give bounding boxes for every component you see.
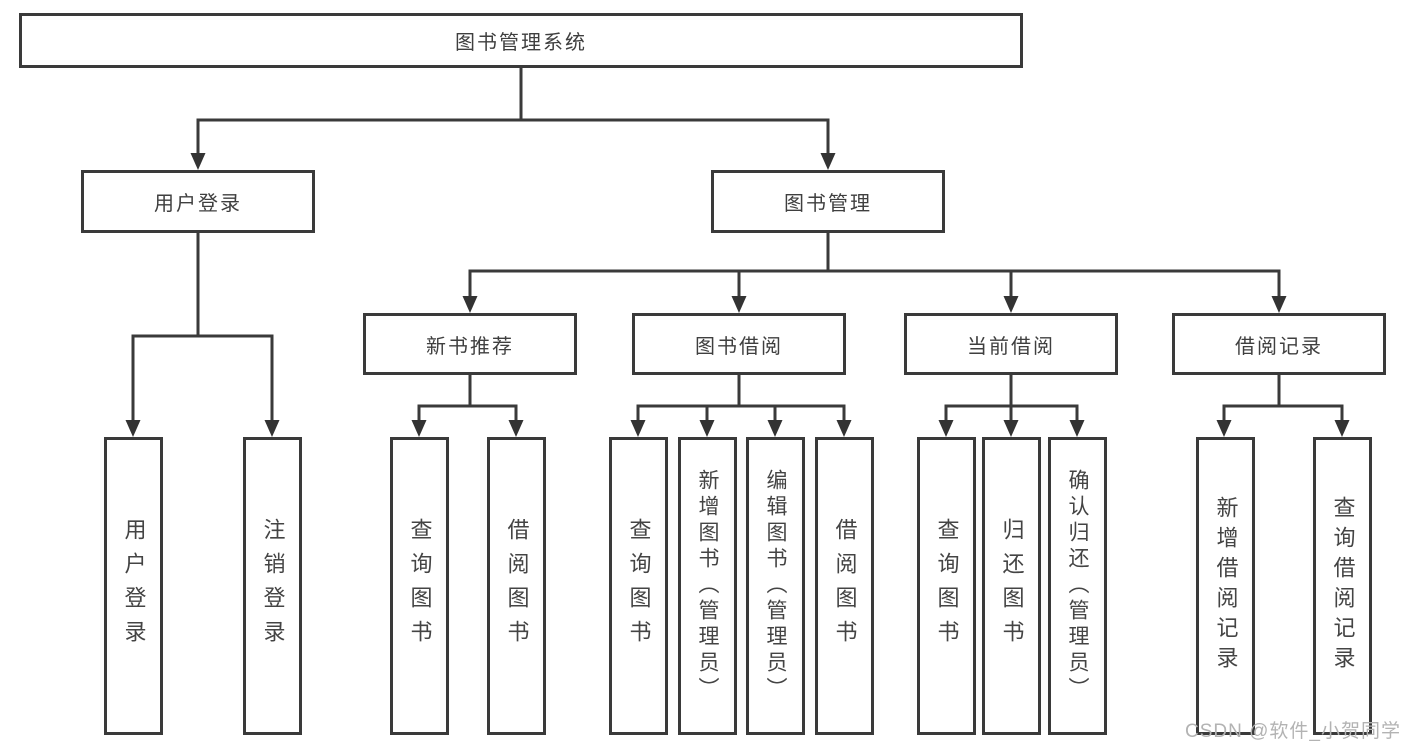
node-borrow-records: 借阅记录 (1172, 313, 1386, 375)
node-book-management: 图书管理 (711, 170, 945, 233)
leaf-add-book-admin: 新增图书（管理员） (678, 437, 737, 735)
leaf-add-borrow-record-label: 新增借阅记录 (1213, 496, 1239, 676)
node-borrow-records-label: 借阅记录 (1235, 335, 1323, 358)
leaf-edit-book-admin-label: 编辑图书（管理员） (764, 469, 787, 703)
node-new-book-recommend-label: 新书推荐 (426, 335, 514, 358)
watermark: CSDN @软件_小贺同学 (1185, 721, 1401, 742)
leaf-query-borrow-record-label: 查询借阅记录 (1330, 496, 1356, 676)
leaf-add-book-admin-label: 新增图书（管理员） (696, 469, 719, 703)
leaf-edit-book-admin: 编辑图书（管理员） (746, 437, 805, 735)
leaf-borrow-books-borrowing: 借阅图书 (815, 437, 874, 735)
node-book-borrowing: 图书借阅 (632, 313, 846, 375)
leaf-borrow-books-recommend-label: 借阅图书 (504, 518, 530, 654)
node-new-book-recommend: 新书推荐 (363, 313, 577, 375)
leaf-user-login: 用户登录 (104, 437, 163, 735)
leaf-query-books-current-label: 查询图书 (934, 518, 960, 654)
node-user-login-label: 用户登录 (154, 193, 242, 215)
node-user-login: 用户登录 (81, 170, 315, 233)
leaf-user-login-label: 用户登录 (121, 518, 147, 654)
node-root-label: 图书管理系统 (455, 32, 587, 54)
node-book-borrowing-label: 图书借阅 (695, 335, 783, 358)
leaf-query-books-current: 查询图书 (917, 437, 976, 735)
leaf-logout: 注销登录 (243, 437, 302, 735)
node-current-borrowing-label: 当前借阅 (967, 335, 1055, 358)
leaf-return-books-label: 归还图书 (999, 518, 1025, 654)
leaf-query-books-recommend-label: 查询图书 (407, 518, 433, 654)
node-current-borrowing: 当前借阅 (904, 313, 1118, 375)
leaf-query-books-borrowing: 查询图书 (609, 437, 668, 735)
leaf-query-books-borrowing-label: 查询图书 (626, 518, 652, 654)
leaf-borrow-books-borrowing-label: 借阅图书 (832, 518, 858, 654)
leaf-logout-label: 注销登录 (260, 518, 286, 654)
leaf-return-books: 归还图书 (982, 437, 1041, 735)
leaf-confirm-return-admin-label: 确认归还（管理员） (1066, 469, 1089, 703)
node-book-management-label: 图书管理 (784, 193, 872, 215)
leaf-borrow-books-recommend: 借阅图书 (487, 437, 546, 735)
arrowhead-icons (125, 153, 1350, 437)
leaf-query-borrow-record: 查询借阅记录 (1313, 437, 1372, 735)
node-root: 图书管理系统 (19, 13, 1023, 68)
leaf-add-borrow-record: 新增借阅记录 (1196, 437, 1255, 735)
leaf-query-books-recommend: 查询图书 (390, 437, 449, 735)
leaf-confirm-return-admin: 确认归还（管理员） (1048, 437, 1107, 735)
